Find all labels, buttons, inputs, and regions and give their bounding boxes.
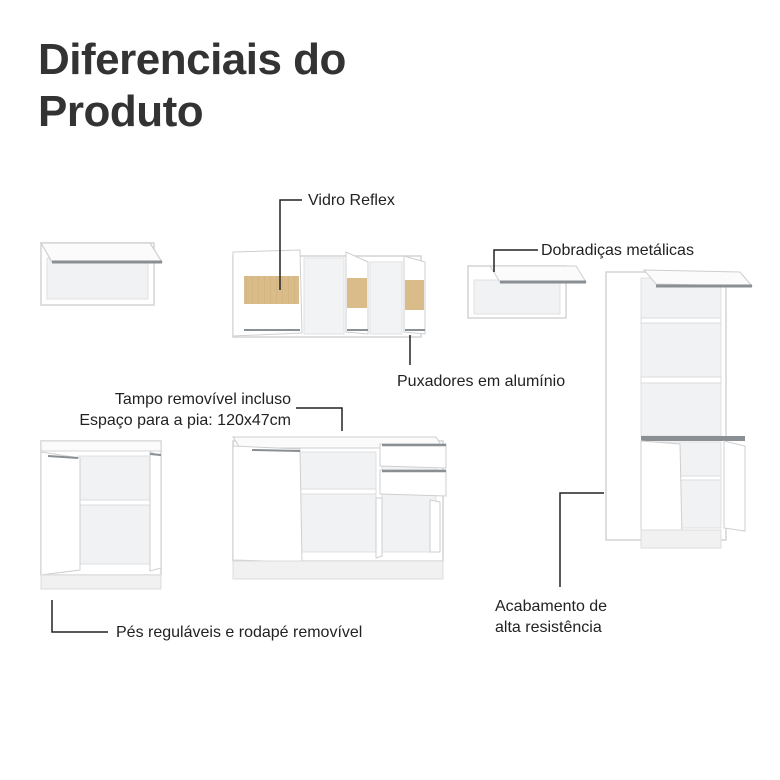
label-vidro-reflex: Vidro Reflex	[308, 192, 395, 209]
leader-lines	[51, 199, 604, 633]
label-tampo: Tampo removível incluso Espaço para a pi…	[51, 389, 291, 431]
label-pes: Pés reguláveis e rodapé removível	[116, 624, 363, 641]
page-title: Diferenciais do Produto	[38, 34, 346, 138]
leader-vidro	[279, 199, 302, 290]
label-acabamento: Acabamento de alta resistência	[495, 596, 607, 638]
leader-tampo	[296, 407, 343, 431]
wall-cabinet-left	[39, 242, 164, 306]
label-acabamento-line-1: Acabamento de	[495, 598, 608, 615]
base-cabinet-left	[40, 440, 162, 590]
label-dobradicas: Dobradiças metálicas	[541, 242, 694, 259]
title-line-2: Produto	[38, 87, 204, 136]
title-line-1: Diferenciais do	[38, 35, 346, 84]
label-puxadores: Puxadores em alumínio	[397, 373, 566, 390]
wall-cabinet-right	[467, 265, 587, 319]
sink-base-cabinet	[232, 436, 447, 580]
tall-tower-cabinet	[605, 269, 754, 549]
leader-dobradicas	[493, 249, 538, 272]
leader-acabamento	[559, 492, 604, 587]
leader-pes	[51, 600, 108, 633]
glass-wall-cabinet	[232, 249, 426, 338]
label-tampo-line-1: Tampo removível incluso	[114, 391, 291, 408]
label-tampo-line-2: Espaço para a pia: 120x47cm	[79, 412, 291, 429]
label-acabamento-line-2: alta resistência	[495, 619, 602, 636]
